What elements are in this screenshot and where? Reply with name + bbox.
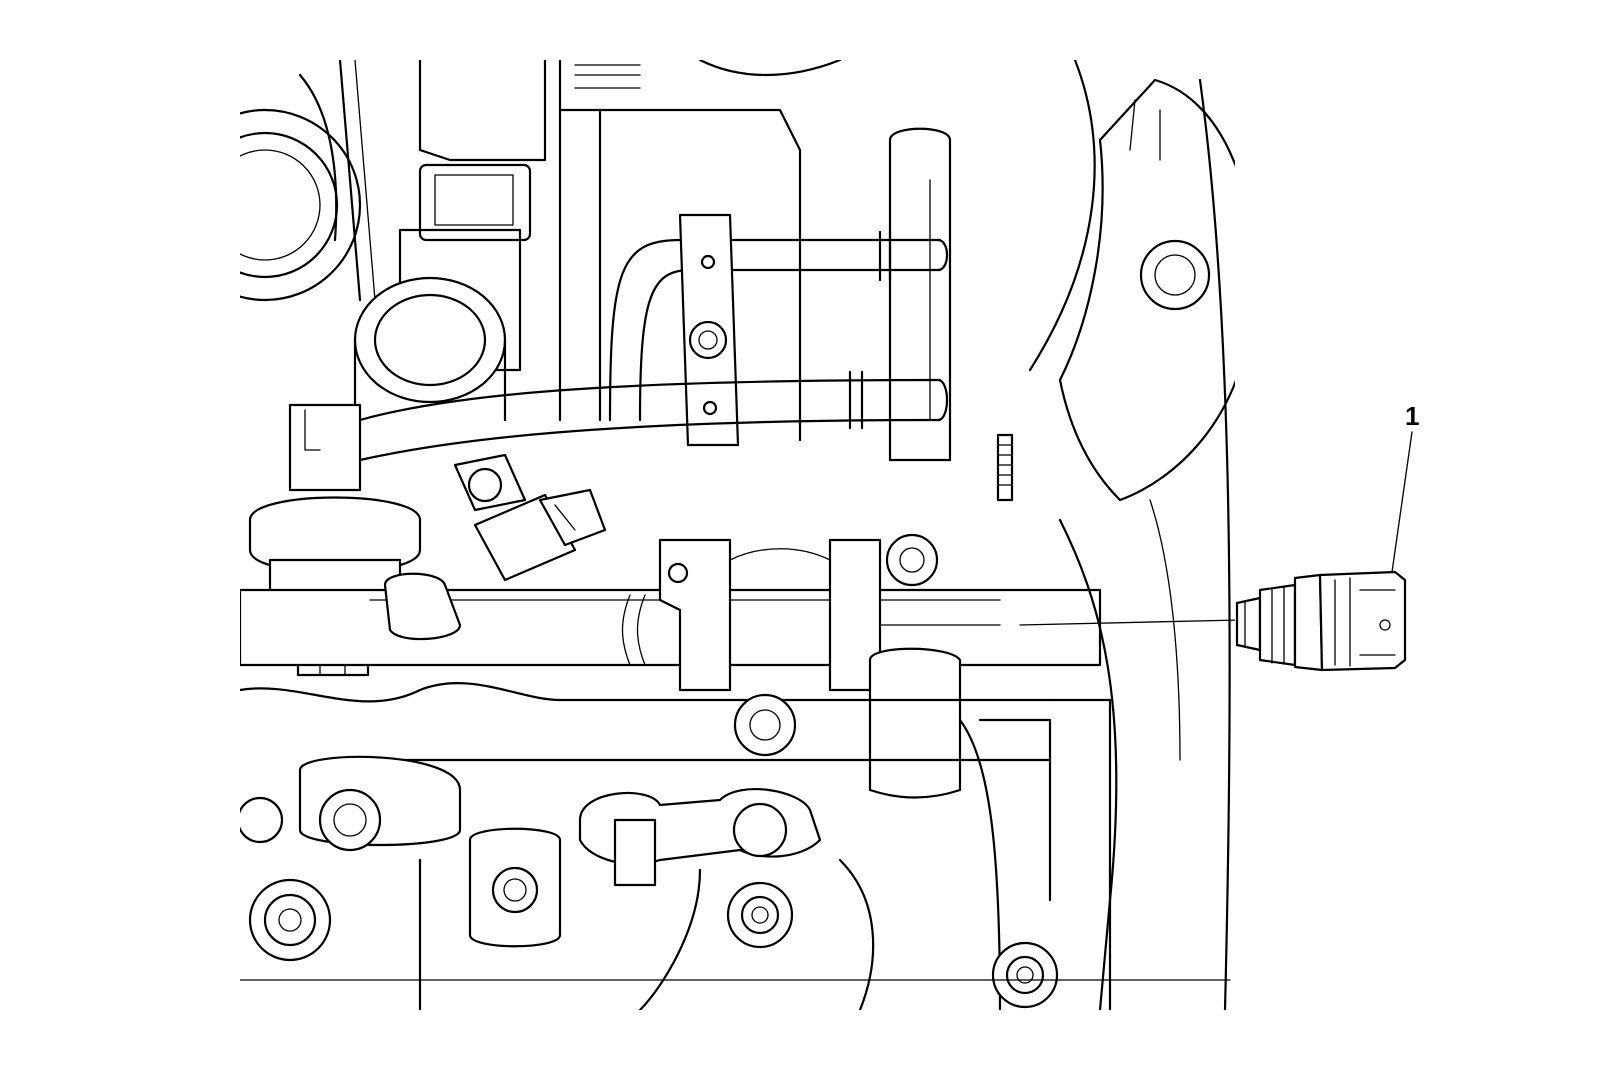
callout-1-leader <box>1391 431 1413 573</box>
fuel-rail <box>240 533 1102 799</box>
leader-line-sensor <box>879 619 1235 626</box>
fuel-line-bracket <box>608 127 952 462</box>
pulley-upper-left <box>240 73 362 302</box>
center-connector <box>453 453 607 582</box>
callout-1: 1 <box>1391 401 1419 573</box>
engine-assembly <box>240 60 1235 1010</box>
connector-block <box>398 163 532 372</box>
tube-left <box>353 276 507 422</box>
sensor-part-1 <box>1235 570 1407 672</box>
lower-manifold <box>240 682 1231 1010</box>
right-housing <box>996 60 1235 1010</box>
cross-tube <box>358 370 949 462</box>
callout-1-label: 1 <box>1405 401 1419 431</box>
upper-housing <box>338 60 842 442</box>
